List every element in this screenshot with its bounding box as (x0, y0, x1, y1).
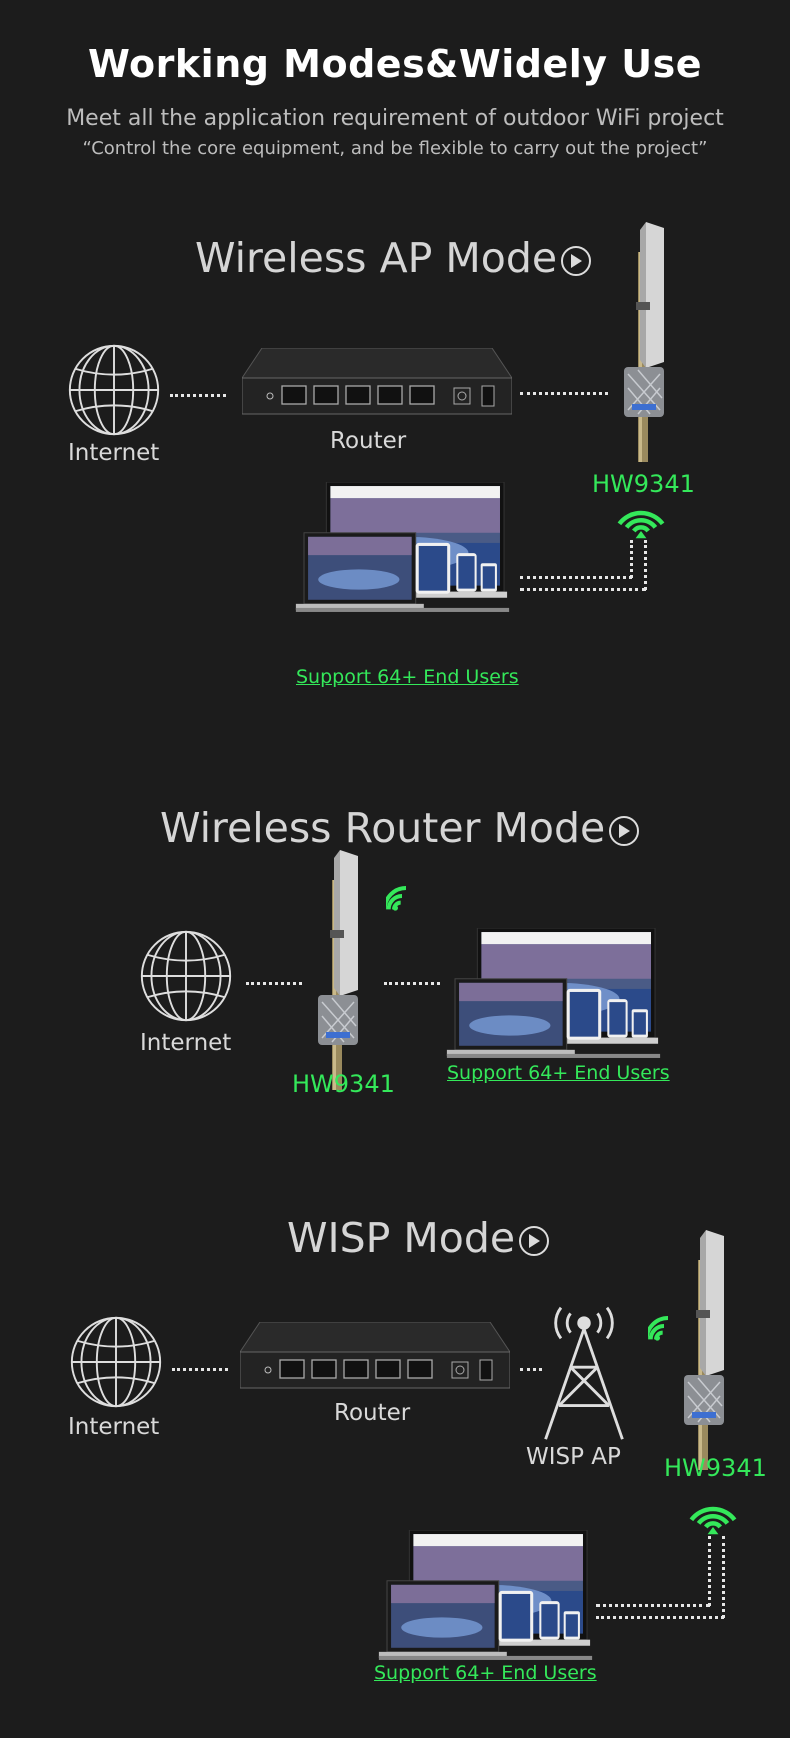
mode-section-ap: Wireless AP Mode Internet Router HW9341 … (0, 220, 790, 700)
globe-icon (68, 1314, 164, 1410)
connection-line (246, 982, 302, 985)
connection-line (708, 1536, 711, 1606)
connection-line (722, 1536, 725, 1618)
connection-line (172, 1368, 228, 1371)
router-icon (242, 348, 512, 418)
globe-icon (138, 928, 234, 1024)
internet-label: Internet (140, 1030, 231, 1056)
wifi-icon (686, 1500, 740, 1536)
users-label: Support 64+ End Users (374, 1662, 597, 1684)
antenna-icon (310, 850, 380, 1090)
mode-title-wisp: WISP Mode (287, 1214, 549, 1262)
antenna-icon (616, 222, 686, 462)
connection-line (596, 1604, 710, 1607)
connection-line (520, 392, 608, 395)
antenna-icon (676, 1230, 746, 1470)
mode-title-router: Wireless Router Mode (160, 804, 639, 852)
device-label: HW9341 (664, 1454, 767, 1482)
page-subtitle: Meet all the application requirement of … (0, 106, 790, 131)
connection-line (520, 576, 632, 579)
users-label: Support 64+ End Users (296, 666, 519, 688)
connection-line (170, 394, 226, 397)
device-label: HW9341 (292, 1070, 395, 1098)
router-icon (240, 1322, 510, 1392)
mode-title-ap: Wireless AP Mode (195, 234, 591, 282)
wifi-icon (386, 876, 426, 916)
router-label: Router (330, 428, 406, 454)
devices-icon (295, 482, 510, 614)
connection-line (520, 588, 646, 591)
mode-section-router: Wireless Router Mode Internet HW9341 Sup… (0, 780, 790, 1110)
devices-icon (378, 1530, 593, 1662)
play-circle-icon (561, 246, 591, 276)
play-circle-icon (519, 1226, 549, 1256)
connection-line (630, 540, 633, 578)
tower-icon (536, 1300, 632, 1444)
connection-line (644, 540, 647, 590)
wifi-icon (614, 504, 668, 540)
users-label: Support 64+ End Users (447, 1062, 670, 1084)
mode-section-wisp: WISP Mode Internet Router WISP AP HW9341… (0, 1200, 790, 1700)
router-label: Router (334, 1400, 410, 1426)
play-circle-icon (609, 816, 639, 846)
device-label: HW9341 (592, 470, 695, 498)
internet-label: Internet (68, 440, 159, 466)
connection-line (384, 982, 440, 985)
mode-title-text: Wireless Router Mode (160, 804, 605, 852)
internet-label: Internet (68, 1414, 159, 1440)
mode-title-text: Wireless AP Mode (195, 234, 557, 282)
page-quote: “Control the core equipment, and be flex… (0, 138, 790, 159)
page-title: Working Modes&Widely Use (0, 42, 790, 86)
globe-icon (66, 342, 162, 438)
devices-icon (446, 928, 661, 1060)
connection-line (596, 1616, 724, 1619)
wisp-label: WISP AP (526, 1444, 621, 1470)
mode-title-text: WISP Mode (287, 1214, 515, 1262)
